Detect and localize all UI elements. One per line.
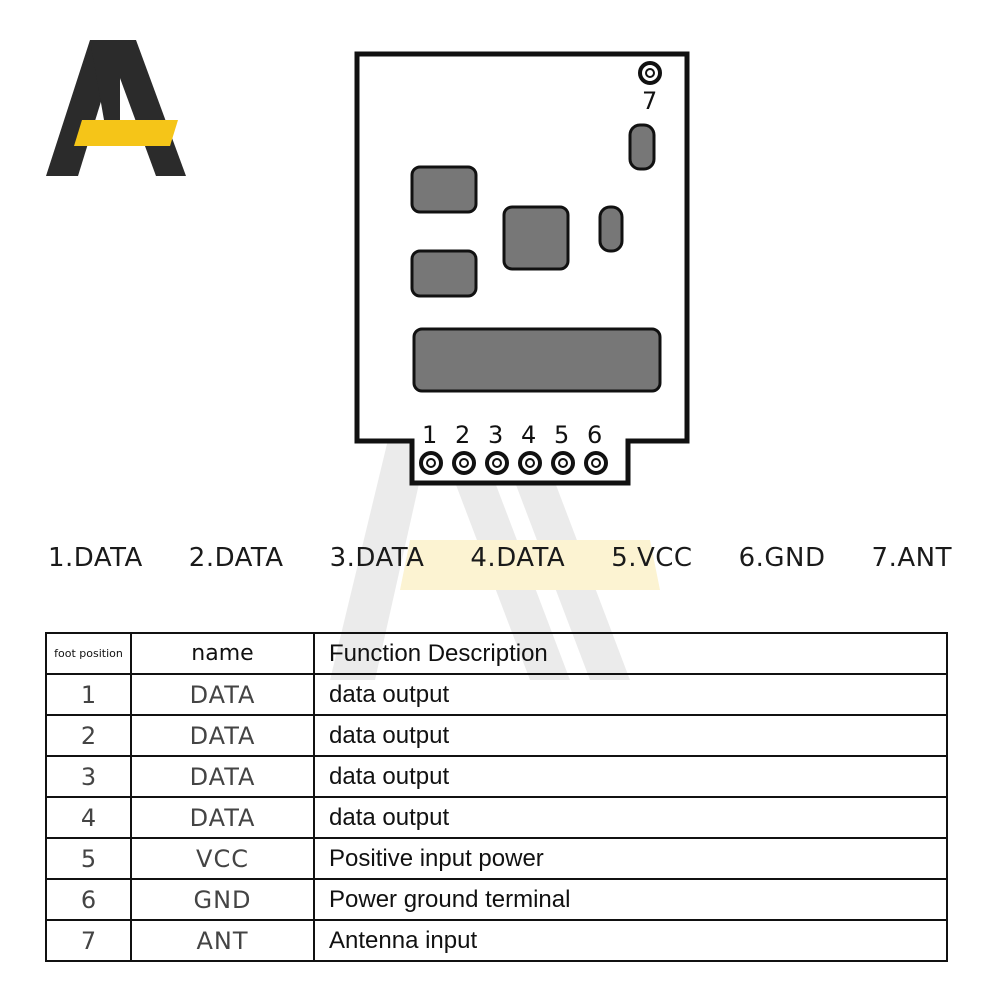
pin-label-2: 2.DATA xyxy=(188,543,284,573)
row-name: DATA xyxy=(130,673,315,716)
row-name: DATA xyxy=(130,755,315,798)
row-pos: 7 xyxy=(45,919,132,962)
pin-label-3: 3.DATA xyxy=(329,543,425,573)
table-row: 2 DATA data output xyxy=(45,714,948,757)
row-pos: 2 xyxy=(45,714,132,757)
pin-number-3: 3 xyxy=(488,421,503,449)
row-func: data output xyxy=(313,673,948,716)
row-func: data output xyxy=(313,796,948,839)
pin-label-5: 5.VCC xyxy=(611,543,693,573)
pin-label-4: 4.DATA xyxy=(470,543,566,573)
row-func: data output xyxy=(313,714,948,757)
bottom-pins: 1 2 3 4 5 6 xyxy=(419,421,608,475)
table-row: 3 DATA data output xyxy=(45,755,948,798)
row-func: Power ground terminal xyxy=(313,878,948,921)
pin-number-4: 4 xyxy=(521,421,536,449)
row-func: Positive input power xyxy=(313,837,948,880)
header-foot-position: foot position xyxy=(45,632,132,675)
table-row: 7 ANT Antenna input xyxy=(45,919,948,962)
header-function: Function Description xyxy=(313,632,948,675)
row-name: ANT xyxy=(130,919,315,962)
pin-label-7: 7.ANT xyxy=(871,543,952,573)
chip-lower-left xyxy=(410,249,478,298)
table-row: 6 GND Power ground terminal xyxy=(45,878,948,921)
row-name: GND xyxy=(130,878,315,921)
row-pos: 5 xyxy=(45,837,132,880)
row-func: Antenna input xyxy=(313,919,948,962)
row-pos: 1 xyxy=(45,673,132,716)
row-pos: 6 xyxy=(45,878,132,921)
row-name: VCC xyxy=(130,837,315,880)
pin-number-6: 6 xyxy=(587,421,602,449)
pin-labels-row: 1.DATA 2.DATA 3.DATA 4.DATA 5.VCC 6.GND … xyxy=(48,543,952,583)
component-top-right xyxy=(628,123,656,171)
chip-center xyxy=(502,205,570,271)
row-name: DATA xyxy=(130,714,315,757)
chip-upper-left xyxy=(410,165,478,214)
antenna-pin-number: 7 xyxy=(642,87,657,115)
brand-logo-icon xyxy=(46,40,186,176)
table-row: 4 DATA data output xyxy=(45,796,948,839)
row-func: data output xyxy=(313,755,948,798)
component-small-right xyxy=(598,205,624,253)
table-row: 5 VCC Positive input power xyxy=(45,837,948,880)
pin-label-6: 6.GND xyxy=(738,543,826,573)
row-pos: 4 xyxy=(45,796,132,839)
pin-number-2: 2 xyxy=(455,421,470,449)
row-name: DATA xyxy=(130,796,315,839)
table-row: 1 DATA data output xyxy=(45,673,948,716)
rf-module-diagram: 7 1 2 3 4 5 6 xyxy=(352,49,692,489)
pin-number-5: 5 xyxy=(554,421,569,449)
header-name: name xyxy=(130,632,315,675)
table-header-row: foot position name Function Description xyxy=(45,632,948,675)
crystal-block xyxy=(412,327,662,393)
pin-label-1: 1.DATA xyxy=(48,543,143,573)
row-pos: 3 xyxy=(45,755,132,798)
pin-number-1: 1 xyxy=(422,421,437,449)
pin-function-table: foot position name Function Description … xyxy=(45,632,948,962)
